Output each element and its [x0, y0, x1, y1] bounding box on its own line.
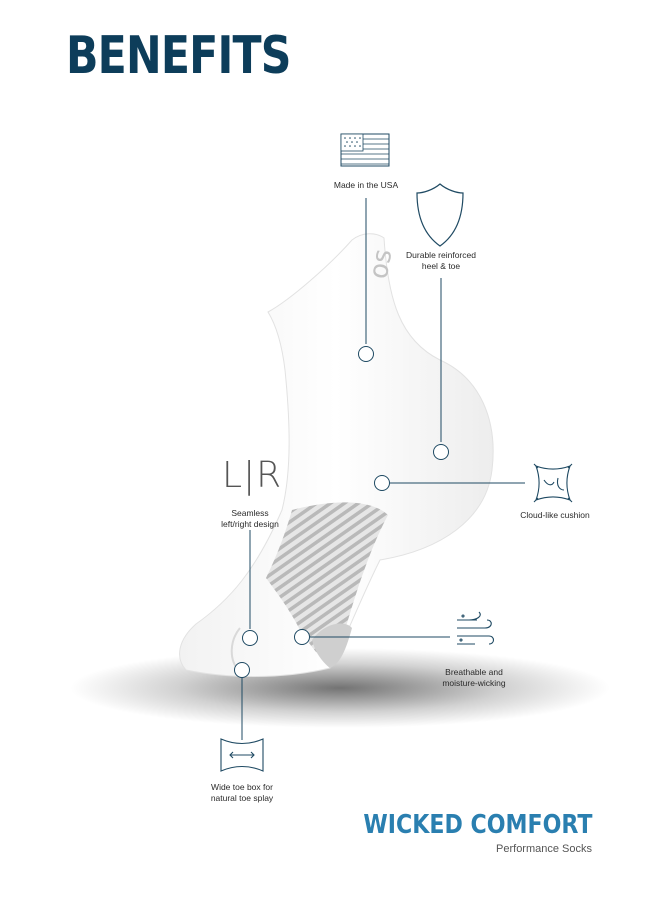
floor-shadow	[70, 648, 610, 728]
label-cloud-cushion: Cloud-like cushion	[520, 510, 590, 520]
brand-name: WICKED COMFORT	[362, 810, 592, 840]
sock-body	[179, 233, 494, 677]
mesh-panel-bottom	[312, 623, 352, 668]
airflow-icon	[457, 611, 495, 645]
label-durable-heel-toe: Durable reinforced heel & toe	[406, 250, 476, 272]
mesh-panel	[266, 502, 388, 668]
pillow-icon	[533, 463, 573, 503]
label-wide-toe-box: Wide toe box for natural toe splay	[210, 782, 274, 804]
callout-lines	[234, 198, 525, 740]
label-seamless-design: Seamless left/right design	[221, 508, 279, 530]
brand-tagline: Performance Socks	[496, 843, 592, 855]
cuff-logo: os	[364, 247, 399, 281]
lr-icon: L|R	[222, 455, 283, 496]
page-title: BENEFITS	[66, 26, 291, 86]
toe-box-icon	[220, 738, 264, 772]
shield-icon	[416, 183, 464, 247]
label-breathable: Breathable and moisture-wicking	[442, 667, 506, 689]
flag-icon	[340, 133, 390, 167]
label-made-in-usa: Made in the USA	[333, 180, 399, 190]
